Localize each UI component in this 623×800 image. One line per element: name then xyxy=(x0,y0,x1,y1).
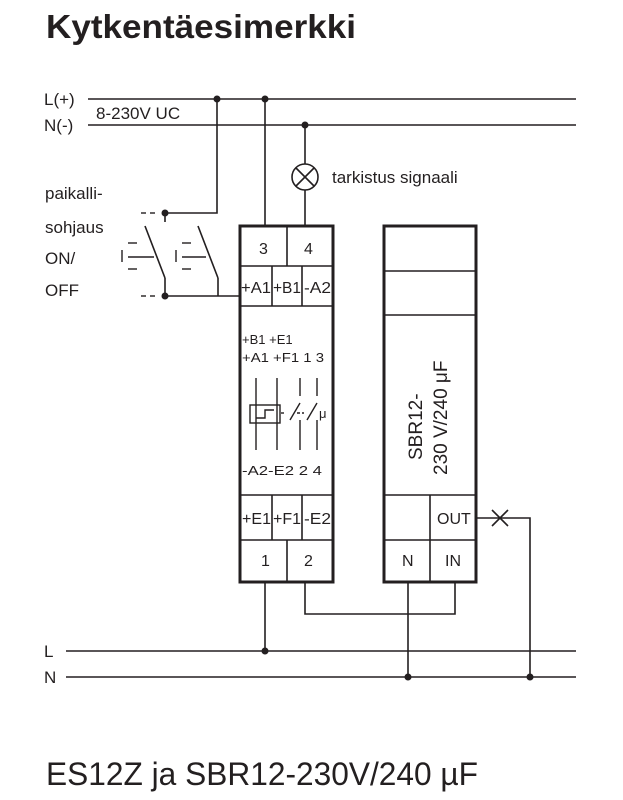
sbr-label-line2: 230 V/240 μF xyxy=(431,361,452,475)
relay-terminal-2: 2 xyxy=(304,553,313,570)
local-control-line1: paikalli- xyxy=(45,184,103,203)
relay-terminal-a2: -A2 xyxy=(304,280,331,297)
sbr-terminal-out: OUT xyxy=(437,511,471,528)
relay-schematic-top2: +A1 +F1 1 3 xyxy=(242,350,324,365)
relay-terminal-e1: +E1 xyxy=(242,511,271,528)
relay-terminal-e2: -E2 xyxy=(304,511,331,528)
caption: ES12Z ja SBR12-230V/240 µF xyxy=(46,756,478,792)
junction-dot xyxy=(404,673,412,681)
local-control-line4: OFF xyxy=(45,281,79,300)
relay-schematic-top1: +B1 +E1 xyxy=(242,332,293,347)
relay-terminal-b1: +B1 xyxy=(273,280,301,297)
lamp-label: tarkistus signaali xyxy=(332,168,458,187)
output-cross-icon xyxy=(491,509,509,527)
relay-schematic-bottom: -A2-E2 2 4 xyxy=(242,463,322,478)
supply-l-label: L(+) xyxy=(44,90,75,109)
relay-terminal-1: 1 xyxy=(261,553,270,570)
relay-mu: μ xyxy=(319,406,327,421)
pushbutton-switch-icon xyxy=(121,99,240,300)
relay-terminal-f1: +F1 xyxy=(273,511,301,528)
lamp-icon xyxy=(291,163,319,191)
junction-dot xyxy=(526,673,534,681)
page-title: Kytkentäesimerkki xyxy=(46,8,356,45)
sbr-terminal-n: N xyxy=(402,553,414,570)
local-control-line2: sohjaus xyxy=(45,218,104,237)
sbr-label-line1: SBR12- xyxy=(406,393,427,460)
junction-dot xyxy=(261,647,269,655)
relay-module: 3 4 +A1 +B1 -A2 +B1 +E1 +A1 +F1 1 3 μ -A… xyxy=(238,224,335,584)
relay-terminal-4: 4 xyxy=(304,241,313,258)
mains-l-label: L xyxy=(44,642,53,661)
sbr-module: SBR12- 230 V/240 μF OUT N IN xyxy=(382,224,478,584)
mains-n-label: N xyxy=(44,668,56,687)
sbr-terminal-in: IN xyxy=(445,553,461,570)
relay-terminal-3: 3 xyxy=(259,241,268,258)
local-control-line3: ON/ xyxy=(45,249,76,268)
relay-coil-symbol xyxy=(249,378,318,450)
relay-terminal-a1: +A1 xyxy=(241,280,271,297)
supply-voltage: 8-230V UC xyxy=(96,104,180,123)
supply-n-label: N(-) xyxy=(44,116,73,135)
